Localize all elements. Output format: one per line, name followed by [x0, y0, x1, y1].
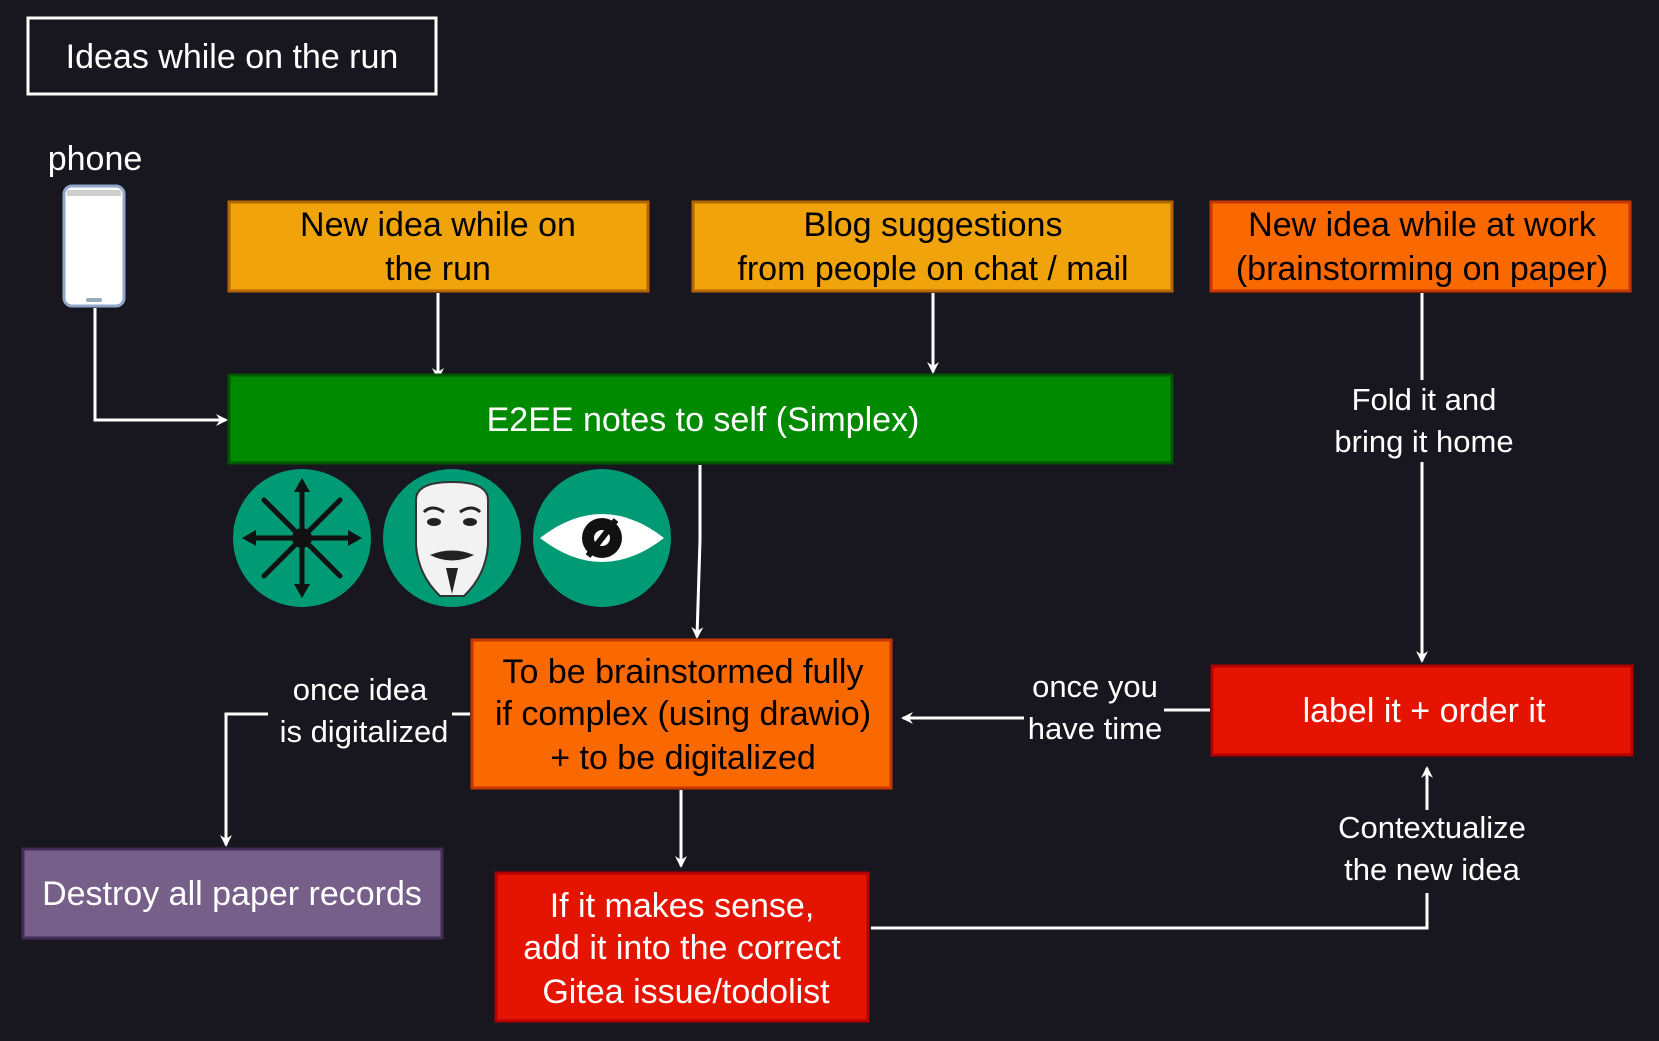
- edge-label-to-brainstorm: [903, 710, 1210, 718]
- svg-text:is digitalized: is digitalized: [280, 714, 449, 749]
- node-brainstorm: To be brainstormed fully if complex (usi…: [470, 638, 893, 790]
- edge-label-contextualize: Contextualize the new idea: [1338, 810, 1526, 887]
- svg-text:New idea while at work: New idea while at work: [1248, 206, 1597, 244]
- crossed-eye-icon: [533, 469, 671, 607]
- svg-text:(brainstorming on paper): (brainstorming on paper): [1236, 250, 1608, 288]
- guy-fawkes-mask-icon: [383, 469, 521, 607]
- node-new-idea-run: New idea while on the run: [227, 200, 650, 293]
- svg-text:+ to be digitalized: + to be digitalized: [550, 739, 816, 777]
- edge-notes-to-brainstorm: [691, 465, 704, 639]
- svg-text:have time: have time: [1028, 711, 1162, 746]
- svg-text:Destroy all paper records: Destroy all paper records: [42, 875, 422, 913]
- svg-text:To be brainstormed fully: To be brainstormed fully: [503, 653, 864, 691]
- svg-text:Fold it and: Fold it and: [1352, 382, 1497, 417]
- svg-text:once idea: once idea: [293, 672, 428, 707]
- chaos-star-icon: [233, 469, 371, 607]
- node-e2ee-notes: E2EE notes to self (Simplex): [227, 373, 1174, 465]
- svg-text:If it makes sense,: If it makes sense,: [550, 887, 815, 925]
- edge-phone-to-notes: [93, 308, 228, 426]
- phone-label: phone: [48, 140, 143, 178]
- edge-label-fold: Fold it and bring it home: [1334, 382, 1513, 459]
- edge-label-once-digitalized: once idea is digitalized: [280, 672, 449, 749]
- node-destroy-paper: Destroy all paper records: [21, 847, 444, 940]
- diagram-title: Ideas while on the run: [26, 16, 438, 96]
- svg-text:from people on chat / mail: from people on chat / mail: [737, 250, 1128, 288]
- smartphone-icon: [62, 184, 126, 308]
- svg-text:label it + order it: label it + order it: [1303, 692, 1546, 730]
- svg-text:bring it home: bring it home: [1334, 424, 1513, 459]
- svg-text:if complex (using drawio): if complex (using drawio): [495, 695, 871, 733]
- svg-text:Blog suggestions: Blog suggestions: [804, 206, 1063, 244]
- edge-label-once-time: once you have time: [1028, 669, 1162, 746]
- node-new-idea-work: New idea while at work (brainstorming on…: [1209, 200, 1632, 293]
- node-gitea: If it makes sense, add it into the corre…: [494, 871, 870, 1023]
- edge-brainstorm-to-destroy: [226, 712, 470, 845]
- edge-gitea-to-label: [871, 768, 1427, 930]
- node-blog-suggestions: Blog suggestions from people on chat / m…: [691, 200, 1174, 293]
- svg-text:the run: the run: [385, 250, 491, 288]
- svg-text:Contextualize: Contextualize: [1338, 810, 1526, 845]
- svg-text:once you: once you: [1032, 669, 1158, 704]
- svg-text:Ideas while on the run: Ideas while on the run: [66, 38, 399, 76]
- node-label-order: label it + order it: [1210, 664, 1634, 757]
- svg-text:E2EE notes to self (Simplex): E2EE notes to self (Simplex): [487, 401, 920, 439]
- svg-text:the new idea: the new idea: [1344, 852, 1521, 887]
- svg-text:New idea while on: New idea while on: [300, 206, 576, 244]
- svg-text:Gitea issue/todolist: Gitea issue/todolist: [542, 973, 830, 1011]
- svg-text:add it into the correct: add it into the correct: [523, 929, 841, 967]
